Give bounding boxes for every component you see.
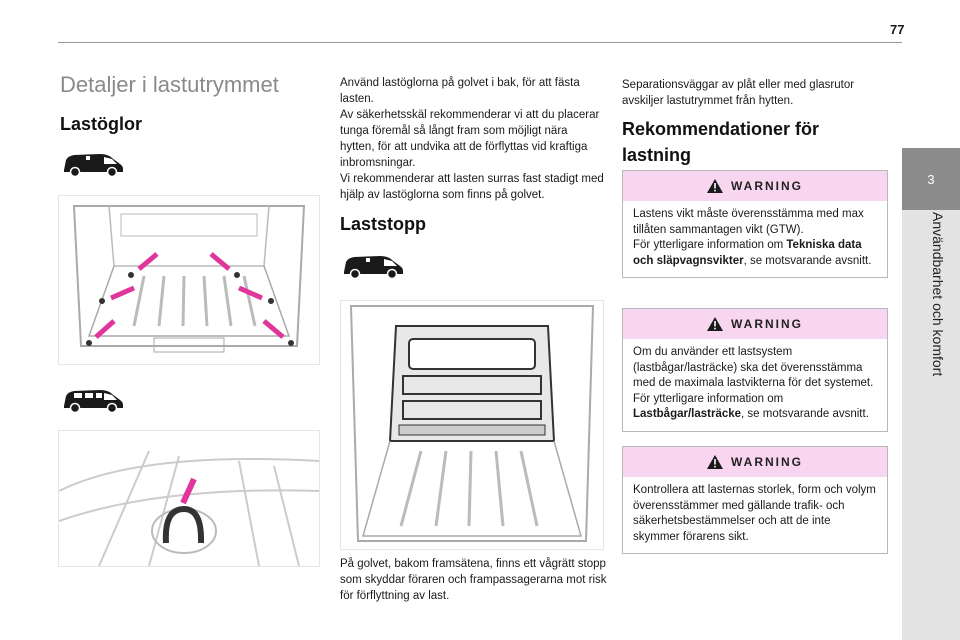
page-title: Detaljer i lastutrymmet [60, 72, 279, 97]
warning-box: WARNING Lastens vikt måste överensstämma… [622, 170, 888, 278]
warning-text: Kontrollera att lasternas storlek, form … [633, 484, 876, 543]
chapter-number: 3 [927, 171, 935, 187]
laststopp-text: På golvet, bakom framsätena, finns ett v… [340, 558, 607, 602]
arrow-icon [180, 477, 197, 505]
chapter-tab-strip [902, 210, 960, 640]
chapter-title: Användbarhet och komfort [930, 212, 946, 377]
warning-text: Om du använder ett lastsystem (lastbågar… [633, 346, 874, 420]
page-number: 77 [890, 22, 905, 37]
warning-triangle-icon [707, 317, 723, 331]
cargo-floor-illustration [58, 195, 320, 365]
cargo-ring-illustration [58, 430, 320, 567]
van-icon [344, 256, 403, 280]
heading-laststopp: Laststopp [340, 214, 427, 234]
warning-label: WARNING [731, 179, 803, 193]
warning-text: Lastens vikt måste överensstämma med max… [633, 208, 872, 267]
load-stop-illustration [340, 300, 604, 550]
warning-box: WARNING Om du använder ett lastsystem (l… [622, 308, 888, 432]
warning-label: WARNING [731, 317, 803, 331]
van-icon [64, 154, 123, 178]
chapter-tab[interactable]: 3 [902, 148, 960, 210]
warning-triangle-icon [707, 455, 723, 469]
minibus-icon [64, 390, 123, 414]
heading-recommendations: Rekommendationer för lastning [622, 119, 820, 165]
lastoglor-text: Använd lastöglorna på golvet i bak, för … [340, 77, 604, 201]
arrow-icon [94, 252, 285, 339]
warning-triangle-icon [707, 179, 723, 193]
heading-lastoglor: Lastöglor [60, 114, 143, 134]
warning-label: WARNING [731, 455, 803, 469]
warning-box: WARNING Kontrollera att lasternas storle… [622, 446, 888, 554]
separation-text: Separationsväggar av plåt eller med glas… [622, 79, 855, 107]
top-rule [58, 42, 902, 43]
